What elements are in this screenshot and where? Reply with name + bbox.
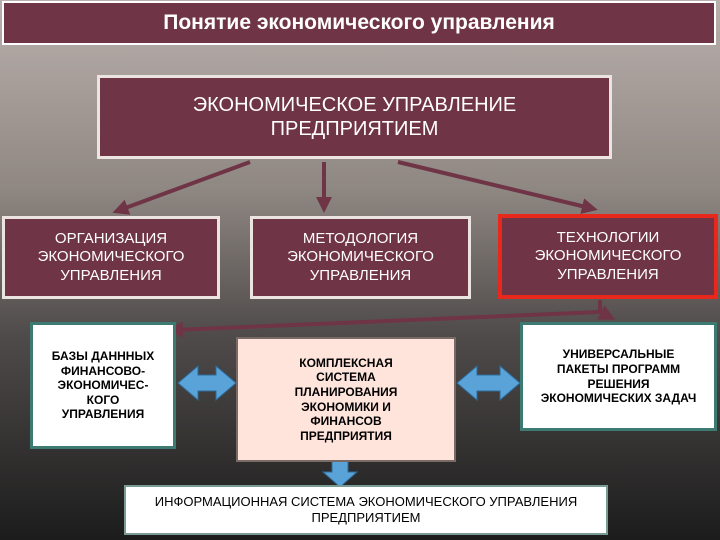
info-system-label: ИНФОРМАЦИОННАЯ СИСТЕМА ЭКОНОМИЧЕСКОГО УП… (154, 494, 578, 525)
node-organization: ОРГАНИЗАЦИЯ ЭКОНОМИЧЕСКОГО УПРАВЛЕНИЯ (2, 216, 220, 299)
node-info-system: ИНФОРМАЦИОННАЯ СИСТЕМА ЭКОНОМИЧЕСКОГО УП… (124, 485, 608, 535)
planning-system-label: КОМПЛЕКСНАЯ СИСТЕМА ПЛАНИРОВАНИЯ ЭКОНОМИ… (294, 355, 398, 443)
databases-label: БАЗЫ ДАНННЫХ ФИНАНСОВО-ЭКОНОМИЧЕС-КОГО У… (51, 348, 155, 422)
node-methodology: МЕТОДОЛОГИЯ ЭКОНОМИЧЕСКОГО УПРАВЛЕНИЯ (250, 216, 471, 299)
software-packages-label: УНИВЕРСАЛЬНЫЕ ПАКЕТЫ ПРОГРАММ РЕШЕНИЯ ЭК… (540, 347, 697, 406)
page-title: Понятие экономического управления (2, 1, 716, 45)
root-label: ЭКОНОМИЧЕСКОЕ УПРАВЛЕНИЕ ПРЕДПРИЯТИЕМ (192, 93, 517, 140)
node-software-packages: УНИВЕРСАЛЬНЫЕ ПАКЕТЫ ПРОГРАММ РЕШЕНИЯ ЭК… (520, 322, 717, 431)
methodology-label: МЕТОДОЛОГИЯ ЭКОНОМИЧЕСКОГО УПРАВЛЕНИЯ (287, 230, 434, 284)
root-node: ЭКОНОМИЧЕСКОЕ УПРАВЛЕНИЕ ПРЕДПРИЯТИЕМ (97, 75, 612, 159)
node-technologies: ТЕХНОЛОГИИ ЭКОНОМИЧЕСКОГО УПРАВЛЕНИЯ (498, 214, 718, 299)
connector-root-organization (112, 160, 251, 215)
connector-tech-to-databases (167, 310, 601, 338)
double-arrow-databases-planning (177, 364, 237, 402)
connector-root-technologies (397, 160, 598, 214)
double-arrow-planning-packages (456, 364, 521, 402)
technologies-label: ТЕХНОЛОГИИ ЭКОНОМИЧЕСКОГО УПРАВЛЕНИЯ (534, 229, 682, 283)
organization-label: ОРГАНИЗАЦИЯ ЭКОНОМИЧЕСКОГО УПРАВЛЕНИЯ (37, 230, 185, 284)
node-databases: БАЗЫ ДАНННЫХ ФИНАНСОВО-ЭКОНОМИЧЕС-КОГО У… (30, 322, 176, 449)
connector-tech-to-packages (597, 305, 616, 320)
node-planning-system: КОМПЛЕКСНАЯ СИСТЕМА ПЛАНИРОВАНИЯ ЭКОНОМИ… (236, 337, 456, 462)
